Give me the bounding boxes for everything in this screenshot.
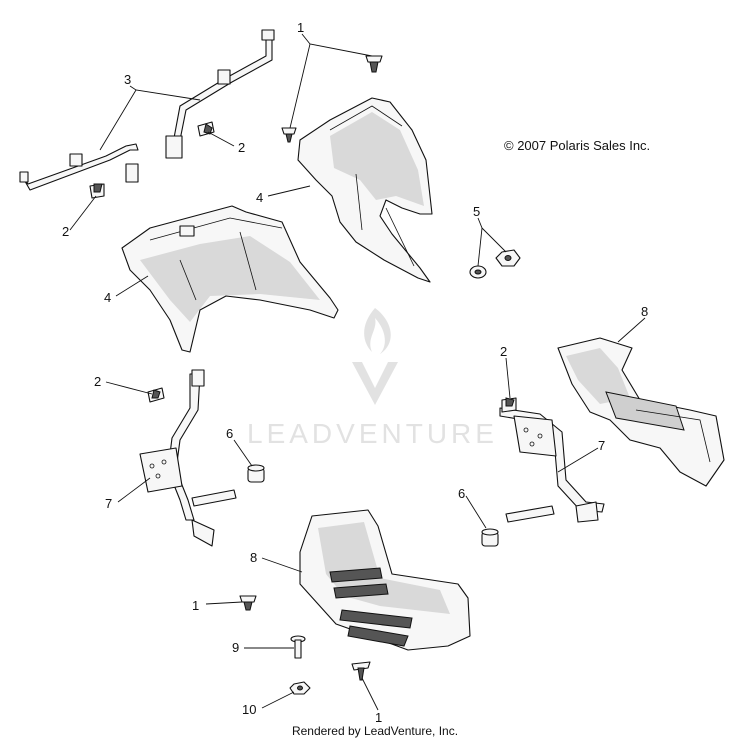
leader-1-lower-left [205,601,243,605]
part-2-screw-middle [147,387,165,403]
leader-8-right [617,317,646,343]
part-2-screw-upper [197,121,215,137]
callout-3: 3 [124,72,131,87]
part-6-spacer-left [247,464,265,483]
callout-4-right: 4 [256,190,263,205]
leader-2-right [505,357,511,399]
part-6-spacer-right [481,528,499,547]
part-10-nut [289,681,311,695]
part-1-rivet-bottom [351,661,371,681]
leader-4-right [267,185,311,197]
leader-4-left [115,275,149,297]
part-3-bracket-upper [165,29,275,159]
part-2-screw-right [501,397,517,413]
part-1-rivet-lower-left [239,595,257,611]
part-9-bolt [290,635,306,659]
leader-1-top [289,33,373,129]
part-8-footwell-right [557,337,725,487]
leader-7-right [557,447,599,473]
footwell-tread-pattern [329,567,413,647]
leader-lines [69,33,646,711]
callout-2-middle: 2 [94,374,101,389]
watermark-brand: LEADVENTURE [247,418,498,449]
leader-2-middle [105,381,153,395]
callout-2-right: 2 [500,344,507,359]
part-3-bracket-lower [19,143,139,191]
callout-1-lower-left: 1 [192,598,199,613]
render-credit-footer: Rendered by LeadVenture, Inc. [291,724,459,738]
callout-7-left: 7 [105,496,112,511]
callout-8-lower: 8 [250,550,257,565]
part-2-screw-left [89,183,105,199]
leader-2-upper [207,131,235,147]
part-1-rivet-fender [281,127,297,143]
callout-labels: 1 3 2 2 4 4 5 8 2 2 6 7 7 6 8 1 9 10 1 [62,20,648,725]
callout-7-right: 7 [598,438,605,453]
callout-2-left: 2 [62,224,69,239]
callout-5: 5 [473,204,480,219]
callout-6-left: 6 [226,426,233,441]
callout-10: 10 [242,702,256,717]
callout-1-top: 1 [297,20,304,35]
part-5-nut [495,249,521,267]
callout-4-left: 4 [104,290,111,305]
callout-2-upper: 2 [238,140,245,155]
leader-6-left [233,439,253,467]
leader-6-right [465,495,487,529]
watermark: LEADVENTURE [247,308,498,449]
part-5-washer [469,265,487,279]
leadventure-flame-logo [352,308,398,405]
part-7-footrest-left [139,369,237,547]
part-8-footwell-lower [299,509,471,651]
callout-6-right: 6 [458,486,465,501]
part-4-fender-right [297,97,433,283]
callout-8-right: 8 [641,304,648,319]
part-4-fender-left [121,205,339,353]
leader-8-lower [261,557,303,573]
leader-1-bottom [361,677,379,711]
leader-5 [477,217,507,267]
leader-2-left [69,195,97,231]
leader-3 [99,85,201,151]
leader-10 [261,691,295,709]
leader-7-left [117,477,151,503]
callout-9: 9 [232,640,239,655]
part-1-rivet-top [365,55,383,73]
part-7-footrest-right [499,407,605,523]
callout-1-bottom: 1 [375,710,382,725]
copyright-notice: © 2007 Polaris Sales Inc. [504,138,651,153]
